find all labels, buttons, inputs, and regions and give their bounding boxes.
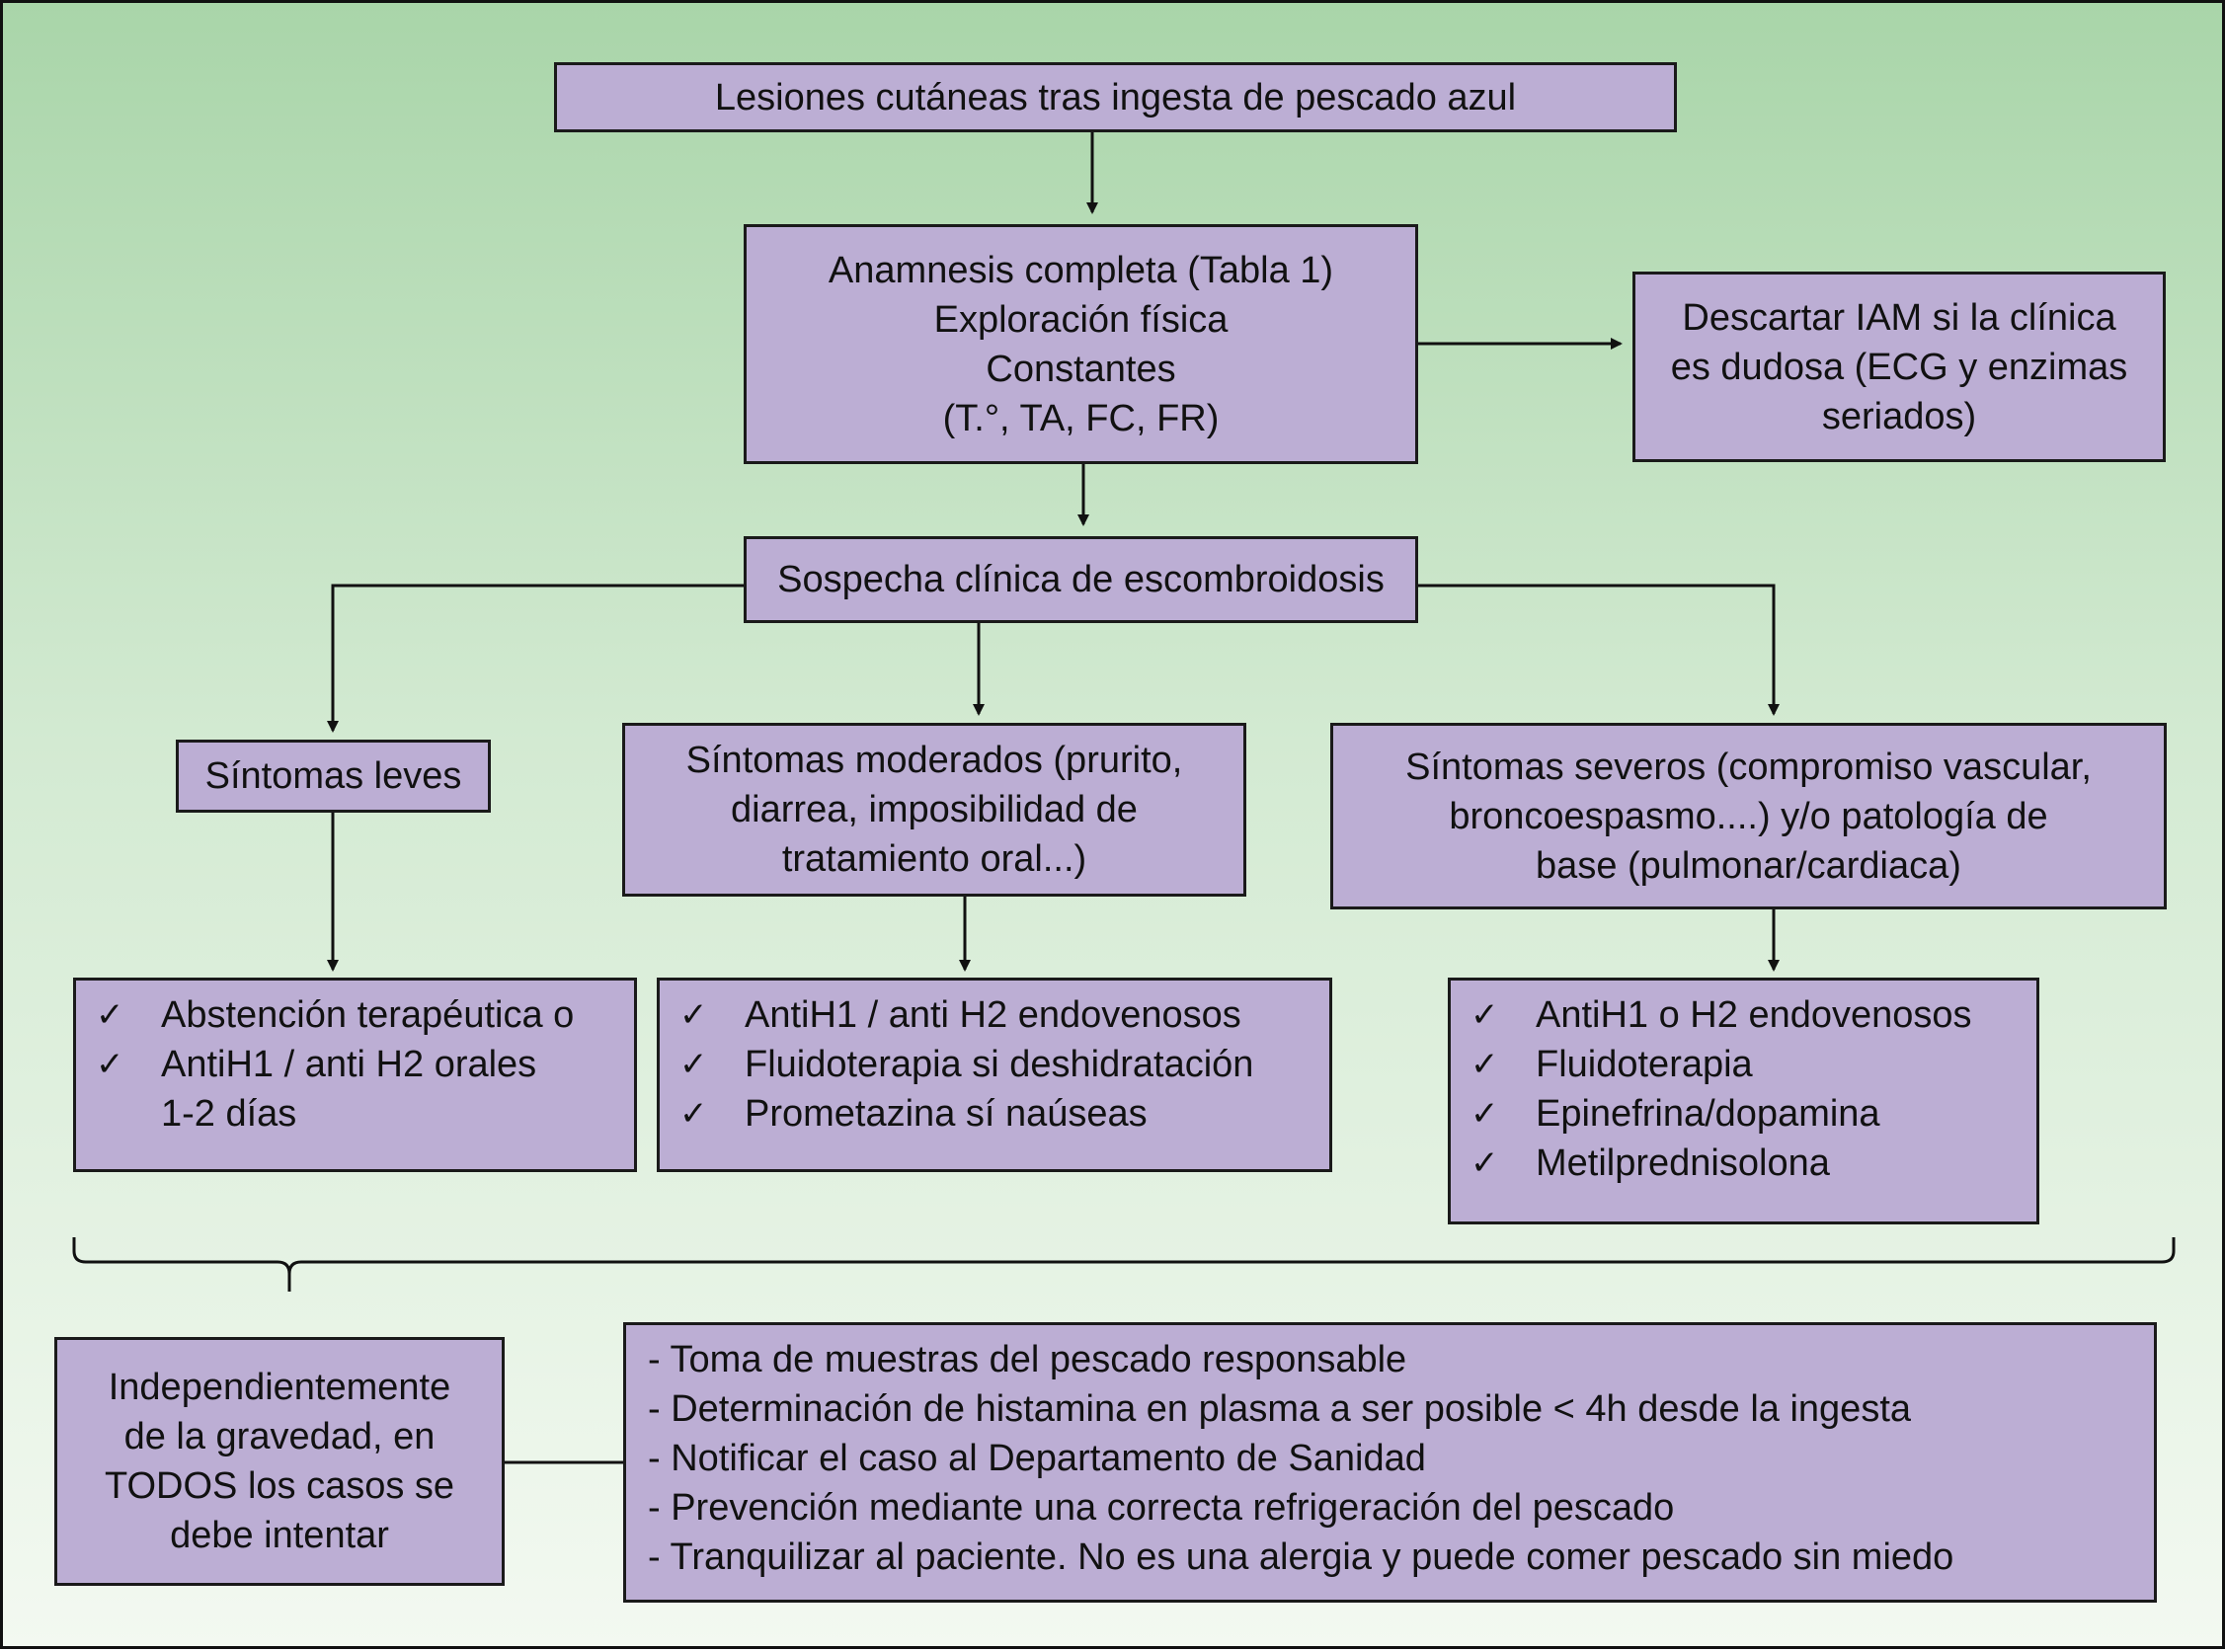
- treatment-item: ✓ AntiH1 / anti H2 endovenosos: [679, 990, 1329, 1040]
- medida-item: - Determinación de histamina en plasma a…: [648, 1388, 1912, 1430]
- check-icon: ✓: [96, 995, 124, 1035]
- medida-item: - Toma de muestras del pescado responsab…: [648, 1339, 1407, 1380]
- todos-line: debe intentar: [170, 1515, 389, 1556]
- check-icon: ✓: [679, 1045, 708, 1084]
- summary-brace: [72, 1237, 2176, 1292]
- moderados-line: Síntomas moderados (prurito,: [685, 740, 1183, 781]
- node-tratamiento-severos: ✓ AntiH1 o H2 endovenosos ✓ Fluidoterapi…: [1448, 978, 2039, 1224]
- connector-layer: [72, 132, 2176, 1464]
- todos-line: Independientemente: [108, 1367, 451, 1408]
- node-sospecha: Sospecha clínica de escombroidosis: [744, 536, 1418, 623]
- moderados-line: diarrea, imposibilidad de: [731, 789, 1138, 830]
- todos-line: TODOS los casos se: [104, 1465, 455, 1507]
- check-icon: ✓: [1470, 995, 1499, 1035]
- node-descartar-iam: Descartar IAM si la clínica es dudosa (E…: [1632, 272, 2166, 462]
- treatment-item-continuation: 1-2 días: [161, 1093, 297, 1135]
- treatment-item: ✓ Fluidoterapia: [1470, 1040, 2036, 1089]
- node-lesiones-text: Lesiones cutáneas tras ingesta de pescad…: [714, 76, 1517, 118]
- treatment-item-text: Epinefrina/dopamina: [1536, 1093, 1880, 1135]
- check-icon: ✓: [1470, 1094, 1499, 1134]
- check-icon: ✓: [1470, 1143, 1499, 1183]
- anamnesis-line: (T.°, TA, FC, FR): [942, 397, 1220, 439]
- check-icon: ✓: [1470, 1045, 1499, 1084]
- treatment-item-text: Metilprednisolona: [1536, 1142, 1830, 1184]
- treatment-item: ✓ Fluidoterapia si deshidratación: [679, 1040, 1329, 1089]
- treatment-item-text: Fluidoterapia si deshidratación: [745, 1044, 1254, 1085]
- treatment-item: ✓ Prometazina sí naúseas: [679, 1089, 1329, 1139]
- node-leves-text: Síntomas leves: [204, 755, 462, 797]
- node-sospecha-text: Sospecha clínica de escombroidosis: [777, 559, 1385, 600]
- node-tratamiento-moderados: ✓ AntiH1 / anti H2 endovenosos ✓ Fluidot…: [657, 978, 1332, 1172]
- medida-item: - Tranquilizar al paciente. No es una al…: [648, 1536, 1954, 1578]
- node-sintomas-moderados: Síntomas moderados (prurito, diarrea, im…: [622, 723, 1246, 897]
- treatment-item-text: Prometazina sí naúseas: [745, 1093, 1148, 1135]
- iam-line: Descartar IAM si la clínica: [1682, 296, 2116, 339]
- treatment-item-text: AntiH1 / anti H2 orales: [161, 1044, 537, 1085]
- node-tratamiento-leves: ✓ Abstención terapéutica o ✓ AntiH1 / an…: [73, 978, 637, 1172]
- iam-line: seriados): [1821, 395, 1977, 437]
- anamnesis-line: Constantes: [986, 348, 1176, 390]
- treatment-item: ✓ AntiH1 o H2 endovenosos: [1470, 990, 2036, 1040]
- node-sintomas-severos: Síntomas severos (compromiso vascular, b…: [1330, 723, 2167, 909]
- node-sintomas-leves: Síntomas leves: [176, 740, 491, 813]
- node-medidas-generales: - Toma de muestras del pescado responsab…: [623, 1322, 2157, 1603]
- check-icon: ✓: [679, 995, 708, 1035]
- treatment-item: ✓ Metilprednisolona: [1470, 1139, 2036, 1188]
- node-lesiones: Lesiones cutáneas tras ingesta de pescad…: [554, 62, 1677, 132]
- severos-line: Síntomas severos (compromiso vascular,: [1405, 746, 2092, 788]
- check-icon: ✓: [96, 1045, 124, 1084]
- arrow-sospecha-to-leves: [327, 584, 744, 733]
- node-todos-los-casos: Independientemente de la gravedad, en TO…: [54, 1337, 505, 1586]
- anamnesis-line: Exploración física: [933, 298, 1229, 341]
- treatment-item: ✓ AntiH1 / anti H2 orales: [96, 1040, 634, 1089]
- treatment-item: ✓ Epinefrina/dopamina: [1470, 1089, 2036, 1139]
- treatment-item-text: Abstención terapéutica o: [161, 994, 575, 1036]
- severos-line: broncoespasmo....) y/o patología de: [1449, 795, 2048, 837]
- treatment-item-text: AntiH1 / anti H2 endovenosos: [745, 994, 1241, 1036]
- moderados-line: tratamiento oral...): [781, 838, 1087, 880]
- medida-item: - Notificar el caso al Departamento de S…: [648, 1438, 1426, 1479]
- medida-item: - Prevención mediante una correcta refri…: [648, 1487, 1675, 1529]
- anamnesis-line: Anamnesis completa (Tabla 1): [828, 249, 1334, 291]
- todos-line: de la gravedad, en: [123, 1416, 436, 1457]
- check-icon: ✓: [679, 1094, 708, 1134]
- severos-line: base (pulmonar/cardiaca): [1536, 844, 1961, 887]
- treatment-item-text: Fluidoterapia: [1536, 1044, 1753, 1085]
- treatment-item: ✓ Abstención terapéutica o: [96, 990, 634, 1040]
- arrow-sospecha-to-severos: [1418, 584, 1780, 716]
- node-anamnesis: Anamnesis completa (Tabla 1) Exploración…: [744, 224, 1418, 464]
- iam-line: es dudosa (ECG y enzimas: [1670, 346, 2128, 388]
- treatment-item-text: AntiH1 o H2 endovenosos: [1536, 994, 1972, 1036]
